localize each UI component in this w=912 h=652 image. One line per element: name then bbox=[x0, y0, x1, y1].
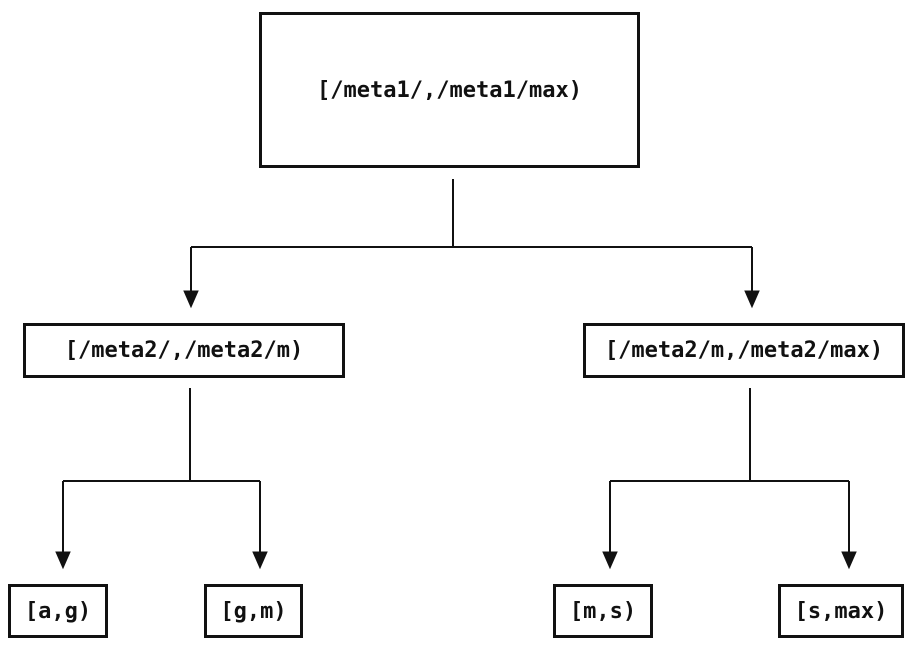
leaf-node-g-m: [g,m) bbox=[204, 584, 303, 638]
arrowhead-icon bbox=[252, 551, 268, 570]
arrowhead-icon bbox=[183, 290, 199, 309]
leaf-node-a-g: [a,g) bbox=[8, 584, 108, 638]
leaf-node-m-s: [m,s) bbox=[553, 584, 653, 638]
leaf-node-s-max: [s,max) bbox=[778, 584, 904, 638]
arrowhead-icon bbox=[602, 551, 618, 570]
node-meta2-lower-range: [/meta2/,/meta2/m) bbox=[23, 323, 345, 378]
arrowhead-icon bbox=[744, 290, 760, 309]
arrowhead-icon bbox=[55, 551, 71, 570]
node-meta2-upper-range: [/meta2/m,/meta2/max) bbox=[583, 323, 905, 378]
node-root-meta1-range: [/meta1/,/meta1/max) bbox=[259, 12, 640, 168]
arrowhead-icon bbox=[841, 551, 857, 570]
